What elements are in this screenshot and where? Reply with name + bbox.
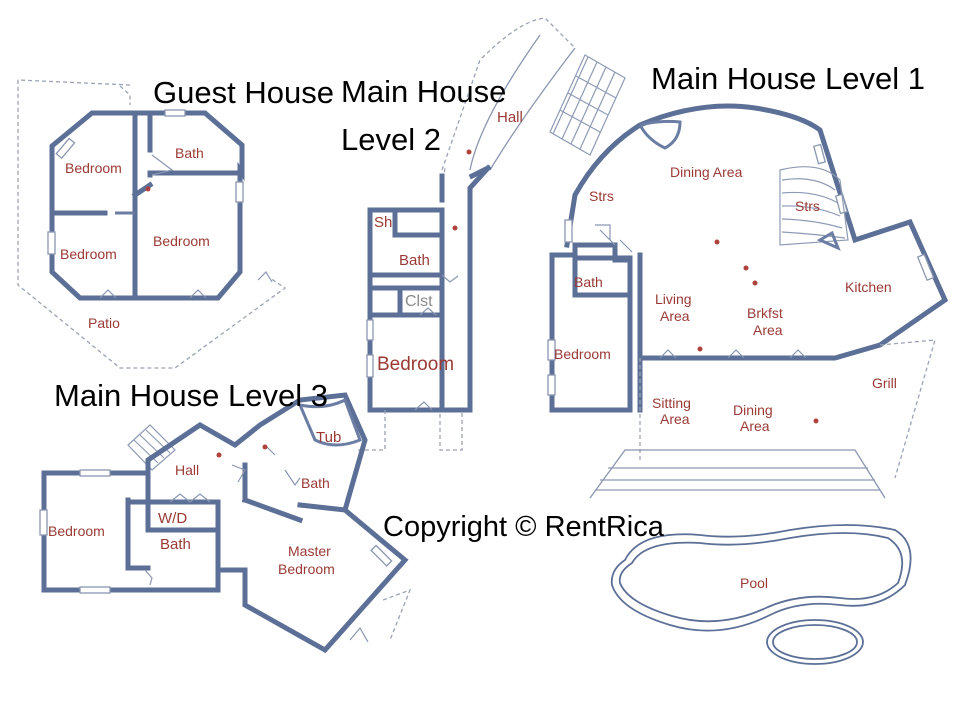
copyright-notice: Copyright © RentRica [383,511,665,543]
level1-living-area-label-2: Area [660,308,690,324]
guest-house-patio-boundary [17,79,287,369]
tub [297,397,362,447]
main-house-level2-title-line2: Level 2 [341,122,441,157]
main-house-level2-plan: Hall Sh Bath Clst Bedroom [366,17,626,451]
level1-outer-walls [564,103,949,361]
marker-dot [145,186,151,192]
level1-dining-area-lower-label-2: Area [740,418,770,434]
level3-east-walls [145,392,409,654]
level2-stairs [549,54,626,156]
level3-bath-label: Bath [160,536,191,553]
level1-living-area-label-1: Living [655,291,692,307]
level3-bedroom-label: Bedroom [48,523,105,539]
guest-house-title: Guest House [153,75,334,110]
level2-bedroom-label: Bedroom [377,354,454,375]
guest-house-walls [49,110,245,301]
level1-curved-stairs [779,166,849,251]
level1-breakfast-area-label-1: Brkfst [747,305,783,321]
guest-bedroom-nw-label: Bedroom [65,160,122,176]
level2-walls [367,164,492,413]
level1-dining-area-label: Dining Area [670,164,743,180]
level3-master-bedroom-label-2: Bedroom [278,561,335,577]
level1-dining-area-lower-label-1: Dining [733,402,773,418]
main-house-level3-title: Main House Level 3 [54,378,328,413]
pool-label: Pool [740,575,768,591]
level2-closet-label: Clst [405,293,433,310]
level3-west-walls [41,470,221,593]
level1-sitting-area-label-2: Area [660,411,690,427]
level2-bath-label: Bath [399,252,430,269]
guest-house-plan: Bedroom Bath Bedroom Bedroom Patio [17,79,287,369]
level3-bath-upper-label: Bath [301,475,330,491]
level2-shower-label: Sh [374,214,392,231]
level1-bedroom-walls [549,242,633,413]
level1-kitchen-label: Kitchen [845,279,892,295]
level1-breakfast-area-label-2: Area [753,322,783,338]
level3-tub-label: Tub [316,429,341,446]
level1-sitting-area-label-1: Sitting [652,395,691,411]
main-house-level2-title-line1: Main House [341,74,506,109]
pool-outline [610,524,912,665]
level2-hall-label: Hall [497,109,523,126]
level1-grill-label: Grill [872,375,897,391]
guest-bath-label: Bath [175,145,204,161]
main-house-level3-plan: Tub Hall Bath Bedroom W/D Bath Master Be… [39,392,412,654]
level3-washer-dryer-label: W/D [158,510,187,527]
level1-bath-label: Bath [574,274,603,290]
main-house-level1-title: Main House Level 1 [651,61,925,96]
guest-bedroom-e-label: Bedroom [153,233,210,249]
level3-hall-label: Hall [175,462,199,478]
level1-stairs-right-label: Strs [795,198,820,214]
level1-bedroom-label: Bedroom [554,346,611,362]
level3-master-bedroom-label-1: Master [288,543,331,559]
guest-patio-label: Patio [88,315,120,331]
level1-stairs-left-label: Strs [589,188,614,204]
main-house-level1-plan: Strs Dining Area Strs Kitchen Bath Livin… [547,103,949,665]
guest-bedroom-sw-label: Bedroom [60,246,117,262]
